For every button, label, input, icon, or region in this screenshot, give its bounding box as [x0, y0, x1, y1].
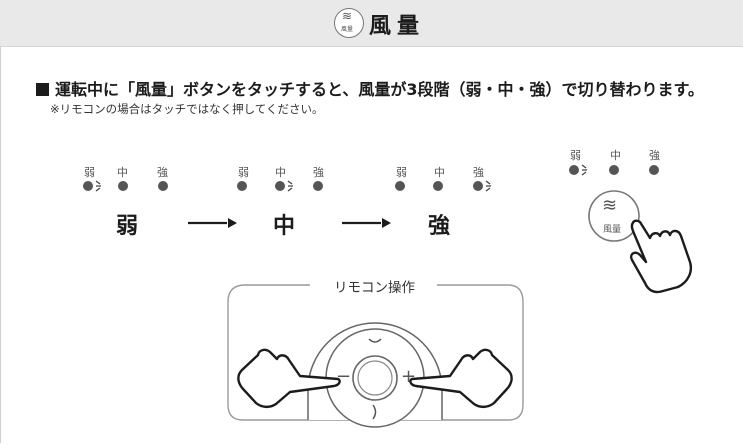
level-label-medium: 中	[610, 149, 621, 162]
state-big-label: 弱	[116, 214, 139, 239]
level-label-strong: 強	[473, 166, 484, 179]
note-text: ※リモコンの場合はタッチではなく押してください。	[50, 102, 324, 116]
level-label-medium: 中	[275, 166, 286, 179]
right-hand-icon	[409, 348, 513, 409]
indicator-dot	[395, 181, 405, 191]
remote-label: リモコン操作	[324, 276, 425, 296]
fan-speed-button[interactable]	[588, 190, 640, 242]
down-arc-icon	[372, 404, 377, 420]
state-big-label: 中	[273, 214, 296, 239]
indicator-dots	[83, 164, 659, 192]
fan-speed-badge-icon: ≋ 風量	[334, 8, 364, 38]
intro-text: 運転中に「風量」ボタンをタッチすると、風量が3段階（弱・中・強）で切り替わります…	[36, 76, 704, 100]
level-label-weak: 弱	[396, 166, 407, 179]
plus-button[interactable]: +	[401, 366, 417, 387]
minus-button[interactable]: −	[336, 366, 352, 387]
indicator-dot	[569, 165, 579, 175]
page-title: 風量	[369, 14, 426, 39]
badge-wave-icon: ≋	[342, 9, 353, 23]
indicator-dot	[609, 165, 619, 175]
button-label: 風量	[603, 225, 622, 235]
state-big-label: 強	[428, 214, 451, 239]
indicator-dot	[83, 181, 93, 191]
active-sparkle-icon	[287, 180, 293, 192]
arrow-icon	[342, 218, 391, 228]
level-label-medium: 中	[434, 166, 445, 179]
level-label-strong: 強	[313, 166, 324, 179]
section-header: ≋ 風量 風量	[0, 0, 743, 47]
active-sparkle-icon	[95, 180, 101, 192]
button-wave-icon: ≋	[602, 195, 618, 216]
level-label-strong: 強	[157, 166, 168, 179]
up-arc-icon	[368, 338, 382, 343]
indicator-dot	[237, 181, 247, 191]
indicator-dot	[275, 181, 285, 191]
indicator-dot	[473, 181, 483, 191]
intro-label: 運転中に「風量」ボタンをタッチすると、風量が3段階（弱・中・強）で切り替わります…	[55, 80, 704, 99]
level-label-weak: 弱	[84, 166, 95, 179]
active-sparkle-icon	[485, 180, 491, 192]
indicator-dot	[118, 181, 128, 191]
indicator-dot	[158, 181, 168, 191]
level-label-strong: 強	[649, 149, 660, 162]
indicator-dot	[649, 165, 659, 175]
bullet-square-icon	[36, 83, 49, 96]
left-hand-icon	[237, 348, 341, 409]
hand-pointer-icon	[630, 219, 692, 294]
indicator-dot	[313, 181, 323, 191]
active-sparkle-icon	[581, 164, 587, 176]
level-label-weak: 弱	[570, 149, 581, 162]
level-label-weak: 弱	[238, 166, 249, 179]
indicator-dot	[433, 181, 443, 191]
badge-label: 風量	[341, 26, 354, 33]
remote-center-button[interactable]	[352, 355, 398, 401]
level-label-medium: 中	[117, 166, 128, 179]
arrow-icon	[188, 218, 237, 228]
